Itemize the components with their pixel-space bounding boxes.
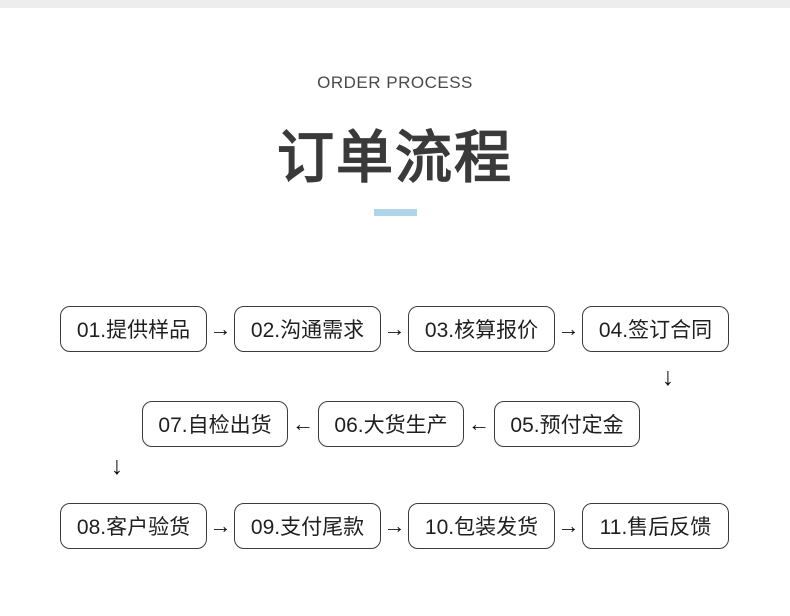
step-box-11: 11.售后反馈 <box>582 503 729 549</box>
page-title: 订单流程 <box>277 126 513 190</box>
step-box-03: 03.核算报价 <box>408 306 555 352</box>
step-box-08: 08.客户验货 <box>60 503 207 549</box>
left-arrow-icon: ← <box>468 411 490 436</box>
down-arrow-icon: ↓ <box>661 363 675 391</box>
right-arrow-icon: → <box>383 513 406 538</box>
right-arrow-icon: → <box>557 316 580 341</box>
step-box-10: 10.包装发货 <box>408 503 555 549</box>
step-box-07: 07.自检出货 <box>142 401 288 447</box>
right-arrow-icon: → <box>209 316 232 341</box>
subtitle-order-process: ORDER PROCESS <box>317 73 473 92</box>
flow-row-1: 01.提供样品 → 02.沟通需求 → 03.核算报价 → 04.签订合同 <box>60 306 729 352</box>
right-arrow-icon: → <box>209 513 232 538</box>
top-strip <box>0 0 790 8</box>
down-arrow-icon: ↓ <box>110 452 124 480</box>
flow-row-3: 08.客户验货 → 09.支付尾款 → 10.包装发货 → 11.售后反馈 <box>60 503 729 549</box>
left-arrow-icon: ← <box>292 411 314 436</box>
right-arrow-icon: → <box>383 316 406 341</box>
right-arrow-icon: → <box>557 513 580 538</box>
step-box-04: 04.签订合同 <box>582 306 729 352</box>
title-underline-bar <box>374 209 417 216</box>
flow-row-2: 07.自检出货 ← 06.大货生产 ← 05.预付定金 <box>142 401 640 447</box>
step-box-02: 02.沟通需求 <box>234 306 381 352</box>
step-box-09: 09.支付尾款 <box>234 503 381 549</box>
step-box-05: 05.预付定金 <box>494 401 640 447</box>
step-box-06: 06.大货生产 <box>318 401 464 447</box>
step-box-01: 01.提供样品 <box>60 306 207 352</box>
